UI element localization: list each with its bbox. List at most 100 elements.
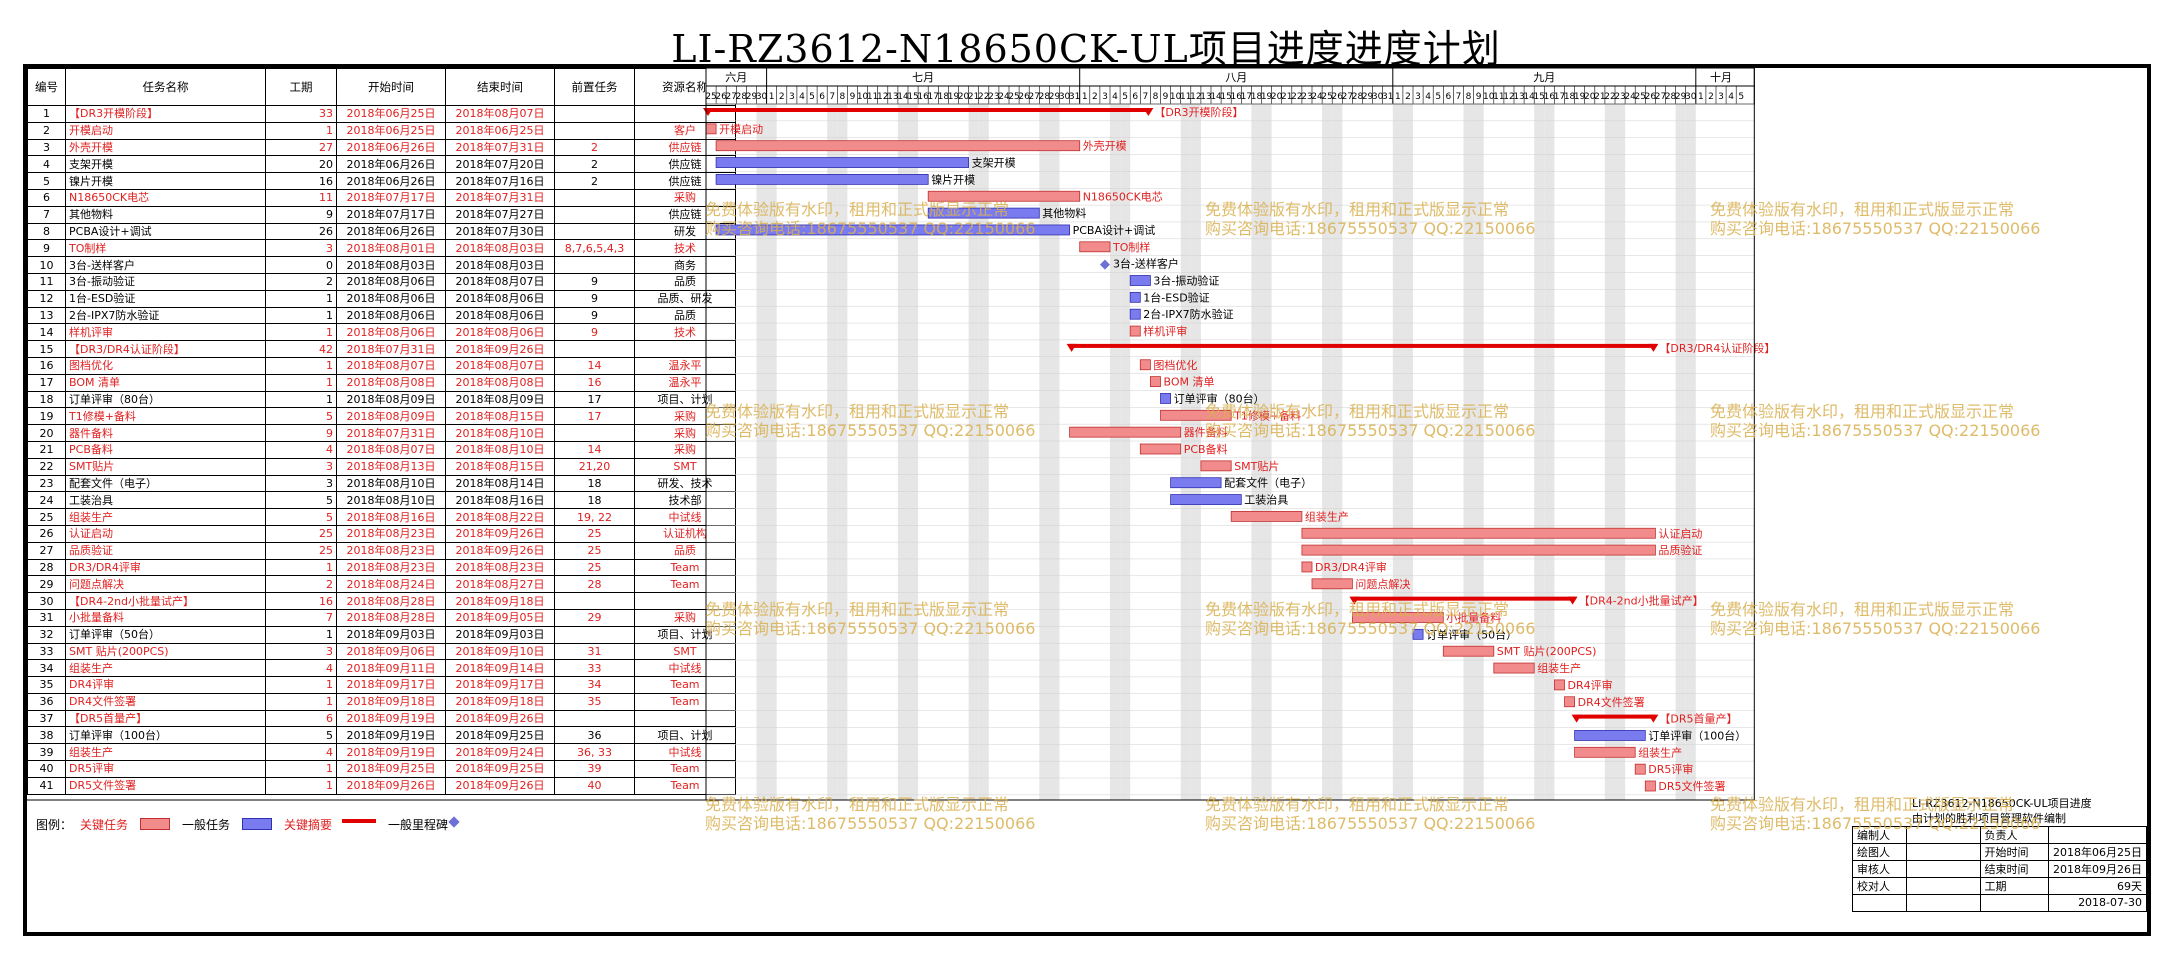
- task-name[interactable]: 【DR4-2nd小批量试产】: [65, 592, 266, 610]
- task-id[interactable]: 12: [27, 289, 66, 308]
- task-resource[interactable]: 品质、研发: [634, 289, 736, 308]
- task-name[interactable]: 2台-IPX7防水验证: [65, 306, 266, 325]
- task-start[interactable]: 2018年08月23日: [336, 524, 446, 543]
- task-name[interactable]: DR4文件签署: [65, 692, 266, 711]
- task-start[interactable]: 2018年09月19日: [336, 709, 446, 728]
- col-header-predecessor[interactable]: 前置任务: [554, 68, 635, 106]
- task-resource[interactable]: 项目、计划: [634, 726, 736, 745]
- task-start[interactable]: 2018年08月01日: [336, 239, 446, 258]
- task-id[interactable]: 13: [27, 306, 66, 325]
- task-resource[interactable]: 项目、计划: [634, 625, 736, 644]
- task-start[interactable]: 2018年09月25日: [336, 760, 446, 778]
- task-resource[interactable]: Team: [634, 776, 736, 795]
- task-end[interactable]: 2018年06月25日: [445, 121, 555, 140]
- task-start[interactable]: 2018年08月13日: [336, 457, 446, 476]
- task-start[interactable]: 2018年08月28日: [336, 592, 446, 610]
- task-start[interactable]: 2018年09月19日: [336, 726, 446, 745]
- task-start[interactable]: 2018年08月23日: [336, 541, 446, 560]
- task-name[interactable]: 其他物料: [65, 205, 266, 224]
- task-end[interactable]: 2018年07月31日: [445, 138, 555, 157]
- task-resource[interactable]: 中试线: [634, 743, 736, 762]
- task-id[interactable]: 31: [27, 608, 66, 627]
- task-duration[interactable]: 33: [265, 105, 337, 123]
- col-header-duration[interactable]: 工期: [265, 68, 337, 106]
- task-duration[interactable]: 1: [265, 776, 337, 795]
- task-id[interactable]: 38: [27, 726, 66, 745]
- task-resource[interactable]: 中试线: [634, 659, 736, 678]
- task-end[interactable]: 2018年08月03日: [445, 239, 555, 258]
- task-name[interactable]: SMT贴片: [65, 457, 266, 476]
- task-end[interactable]: 2018年09月24日: [445, 743, 555, 762]
- task-end[interactable]: 2018年08月06日: [445, 306, 555, 325]
- task-end[interactable]: 2018年07月16日: [445, 172, 555, 190]
- col-header-name[interactable]: 任务名称: [65, 68, 266, 106]
- task-name[interactable]: 3台-振动验证: [65, 272, 266, 291]
- task-end[interactable]: 2018年08月10日: [445, 440, 555, 459]
- task-id[interactable]: 22: [27, 457, 66, 476]
- task-name[interactable]: DR5文件签署: [65, 776, 266, 795]
- task-id[interactable]: 39: [27, 743, 66, 762]
- task-end[interactable]: 2018年08月16日: [445, 491, 555, 510]
- task-end[interactable]: 2018年08月03日: [445, 256, 555, 274]
- task-duration[interactable]: 20: [265, 155, 337, 174]
- task-end[interactable]: 2018年08月15日: [445, 457, 555, 476]
- task-predecessor[interactable]: 34: [554, 676, 635, 694]
- task-end[interactable]: 2018年07月20日: [445, 155, 555, 174]
- task-id[interactable]: 41: [27, 776, 66, 795]
- task-id[interactable]: 36: [27, 692, 66, 711]
- task-start[interactable]: 2018年08月07日: [336, 356, 446, 375]
- task-duration[interactable]: 42: [265, 340, 337, 358]
- task-end[interactable]: 2018年08月08日: [445, 373, 555, 392]
- task-end[interactable]: 2018年08月06日: [445, 289, 555, 308]
- task-start[interactable]: 2018年08月03日: [336, 256, 446, 274]
- task-resource[interactable]: 采购: [634, 440, 736, 459]
- task-end[interactable]: 2018年09月26日: [445, 776, 555, 795]
- task-start[interactable]: 2018年08月16日: [336, 508, 446, 526]
- task-name[interactable]: 配套文件（电子）: [65, 474, 266, 493]
- task-start[interactable]: 2018年08月07日: [336, 440, 446, 459]
- task-end[interactable]: 2018年07月30日: [445, 222, 555, 241]
- task-start[interactable]: 2018年08月23日: [336, 558, 446, 577]
- task-id[interactable]: 28: [27, 558, 66, 577]
- task-resource[interactable]: 供应链: [634, 138, 736, 157]
- task-end[interactable]: 2018年09月18日: [445, 692, 555, 711]
- task-resource[interactable]: 采购: [634, 188, 736, 207]
- task-name[interactable]: PCBA设计+调试: [65, 222, 266, 241]
- task-duration[interactable]: 16: [265, 172, 337, 190]
- task-name[interactable]: 1台-ESD验证: [65, 289, 266, 308]
- task-start[interactable]: 2018年07月31日: [336, 340, 446, 358]
- task-id[interactable]: 11: [27, 272, 66, 291]
- task-resource[interactable]: 供应链: [634, 172, 736, 190]
- task-resource[interactable]: 温永平: [634, 373, 736, 392]
- task-resource[interactable]: 品质: [634, 306, 736, 325]
- col-header-id[interactable]: 编号: [27, 68, 66, 106]
- task-start[interactable]: 2018年06月26日: [336, 222, 446, 241]
